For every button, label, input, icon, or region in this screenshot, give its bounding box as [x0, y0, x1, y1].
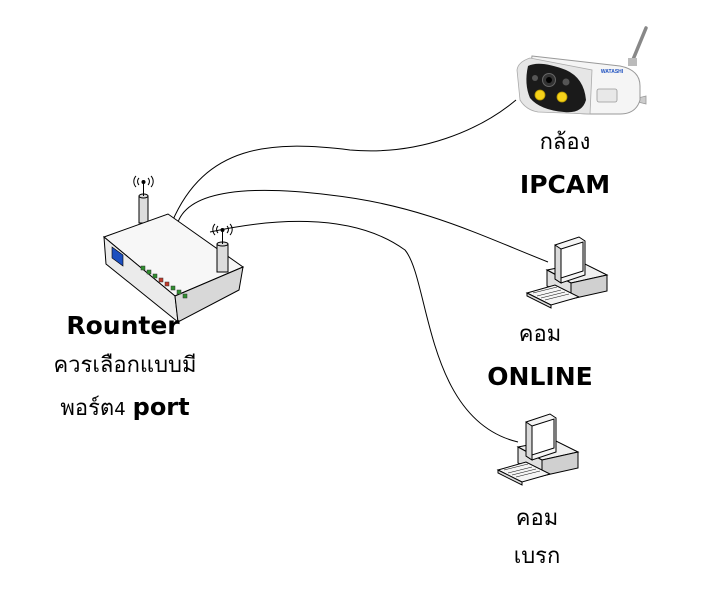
router-desc-line1: ควรเลือกแบบมี: [53, 353, 197, 378]
camera-label-en: IPCAM: [519, 170, 611, 199]
pc-break-label-thai: คอม: [515, 506, 559, 531]
router-desc-line2: พอร์ต4 port: [30, 395, 220, 420]
antenna-left: [133, 175, 154, 224]
pc-break-icon: [496, 413, 580, 486]
router-leds: [140, 265, 188, 299]
cables: [171, 99, 549, 443]
cable-router-camera: [171, 99, 517, 223]
cable-router-pc-online: [177, 189, 549, 263]
antenna-right: [212, 223, 233, 273]
pc-break-label-sub: เบรก: [513, 544, 561, 569]
ip-camera-icon: WATASHI: [516, 26, 648, 115]
camera-label-thai: กล้อง: [539, 130, 591, 155]
router-port-word: port: [132, 393, 190, 421]
pc-online-icon: [525, 236, 609, 309]
camera-brand: WATASHI: [601, 69, 624, 75]
router-icon: [103, 175, 245, 324]
cable-router-pc-break: [209, 220, 519, 443]
router-port-thai: พอร์ต: [60, 396, 115, 421]
router-port-count: 4: [114, 399, 126, 420]
router-screen: [111, 246, 124, 267]
router-title: Rounter: [66, 311, 180, 340]
pc-online-label-thai: คอม: [518, 322, 562, 347]
pc-online-label-en: ONLINE: [487, 362, 593, 391]
